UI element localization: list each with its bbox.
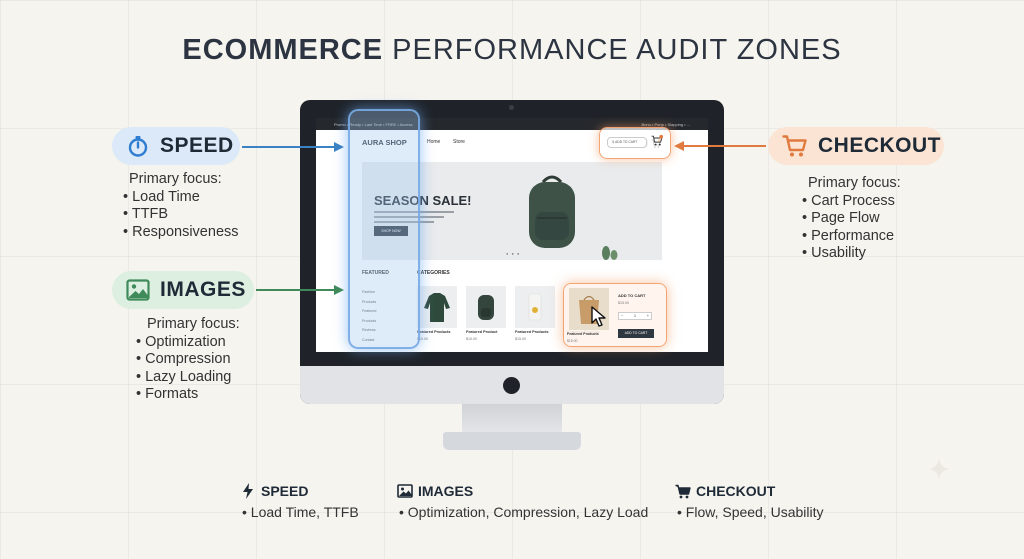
checkout-arrow	[674, 141, 766, 151]
category-link[interactable]: Products	[362, 318, 377, 323]
add-to-cart-product-name: Featured Products	[567, 332, 599, 336]
category-list: Fashion Products Featured Products Revie…	[362, 288, 376, 345]
checkout-focus: Primary focus: Cart Process Page Flow Pe…	[802, 175, 901, 263]
category-link[interactable]: Contact	[362, 337, 375, 342]
speed-focus-item: Responsiveness	[123, 224, 238, 242]
hero-title: SEASON SALE!	[374, 193, 472, 208]
speed-focus: Primary focus: Load Time TTFB Responsive…	[123, 171, 239, 241]
legend-checkout-label: CHECKOUT	[696, 483, 776, 499]
backpack-image	[521, 172, 583, 257]
nav-link-store[interactable]: Store	[453, 139, 465, 145]
images-focus-item: Lazy Loading	[136, 369, 240, 387]
checkout-focus-item: Page Flow	[802, 210, 901, 228]
product-price: $15.00	[515, 337, 526, 341]
legend-speed-desc: • Load Time, TTFB	[242, 504, 359, 520]
title-bold: ECOMMERCE	[182, 34, 384, 66]
qty-value: 1	[634, 314, 636, 318]
add-to-cart-product-price: $15.00	[567, 339, 578, 343]
speed-focus-item: Load Time	[123, 189, 239, 207]
checkout-focus-item: Usability	[802, 245, 901, 263]
images-focus-item: Formats	[136, 386, 240, 404]
page-title: ECOMMERCE PERFORMANCE AUDIT ZONES	[0, 34, 1024, 67]
topbar-left-text: Promo • Ready • Last Time • FREE • Acces…	[334, 122, 413, 127]
legend-checkout-desc: • Flow, Speed, Usability	[677, 504, 824, 520]
cactus-image	[600, 241, 620, 266]
speed-arrow	[242, 142, 344, 152]
mouse-cursor-icon	[590, 306, 610, 333]
cart-badge-icon[interactable]	[651, 134, 664, 152]
stopwatch-icon	[126, 133, 150, 159]
add-to-cart-product-image	[569, 288, 609, 330]
images-arrow	[256, 285, 344, 295]
images-focus-item: Optimization	[136, 334, 240, 352]
category-link[interactable]: Featured	[362, 309, 377, 313]
product-card-sweater[interactable]	[417, 286, 457, 328]
monitor-camera	[509, 105, 514, 110]
checkout-label: CHECKOUT	[818, 134, 941, 157]
speed-focus-item: TTFB	[123, 206, 239, 224]
speed-focus-title: Primary focus:	[129, 171, 222, 187]
shop-now-button[interactable]: SHOP NOW	[374, 226, 408, 236]
product-card-backpack[interactable]	[466, 286, 506, 328]
lightning-icon	[240, 483, 256, 499]
nav-link-home[interactable]: Home	[427, 139, 441, 145]
cart-icon	[782, 133, 808, 159]
qty-plus[interactable]: +	[646, 314, 649, 318]
sparkle-icon	[928, 458, 950, 480]
add-to-cart-button[interactable]: ADD TO CART	[618, 329, 654, 338]
legend-images-desc: • Optimization, Compression, Lazy Load	[399, 504, 649, 520]
checkout-zone-label: CHECKOUT	[768, 127, 944, 165]
category-link[interactable]: Products	[362, 299, 377, 304]
images-label: IMAGES	[160, 278, 246, 301]
quantity-stepper[interactable]: − 1 +	[618, 312, 652, 320]
product-price: $15.00	[466, 337, 477, 341]
add-to-cart-highlight-zone: ADD TO CART $15.00 − 1 + ADD TO CART Fea…	[563, 283, 667, 347]
add-to-cart-title: ADD TO CART	[618, 293, 646, 298]
hero-subtitle	[374, 211, 464, 225]
add-to-cart-price: $15.00	[618, 301, 629, 305]
product-name[interactable]: Featured Products	[515, 330, 549, 334]
monitor-stand	[462, 404, 562, 436]
product-name[interactable]: Featured Product	[466, 330, 498, 334]
monitor-stand-base	[443, 432, 581, 450]
carousel-dots[interactable]: ● ● ●	[506, 251, 521, 256]
shop-logo: AURA SHOP	[362, 138, 407, 147]
cart-search-bar[interactable]: ⚲ ADD TO CART	[607, 137, 647, 148]
title-rest: PERFORMANCE AUDIT ZONES	[392, 34, 842, 66]
image-icon	[397, 483, 413, 499]
legend-images-label: IMAGES	[418, 483, 474, 499]
product-card-bottle[interactable]	[515, 286, 555, 328]
featured-heading: FEATURED	[362, 270, 389, 276]
image-icon	[126, 277, 150, 303]
images-focus-item: Compression	[136, 351, 240, 369]
product-price: $15.00	[417, 337, 428, 341]
speed-label: SPEED	[160, 134, 234, 157]
images-focus: Primary focus: Optimization Compression …	[136, 316, 240, 404]
speed-zone-label: SPEED	[112, 127, 240, 165]
category-link[interactable]: Fashion	[362, 290, 375, 294]
legend-checkout: CHECKOUT	[675, 483, 775, 499]
images-zone-label: IMAGES	[112, 271, 254, 309]
category-link[interactable]: Reviews	[362, 328, 376, 332]
legend-images: IMAGES	[397, 483, 473, 499]
legend-speed: SPEED	[240, 483, 308, 499]
cart-highlight-zone: ⚲ ADD TO CART	[599, 127, 671, 159]
speed-highlight-zone	[348, 109, 420, 349]
cart-search-label: ADD TO CART	[615, 140, 638, 144]
monitor-button	[503, 377, 520, 394]
images-focus-title: Primary focus:	[147, 316, 240, 332]
product-name[interactable]: Featured Products	[417, 330, 451, 334]
topbar-right-text: Bnnu • Ponp • Slapping • ...	[641, 122, 690, 127]
legend-speed-label: SPEED	[261, 483, 309, 499]
checkout-focus-title: Primary focus:	[808, 175, 901, 191]
categories-heading: CATEGORIES	[417, 270, 450, 276]
checkout-focus-item: Performance	[802, 228, 901, 246]
cart-icon	[675, 483, 691, 499]
checkout-focus-item: Cart Process	[802, 193, 901, 211]
search-icon: ⚲	[612, 140, 616, 144]
qty-minus[interactable]: −	[621, 314, 624, 318]
